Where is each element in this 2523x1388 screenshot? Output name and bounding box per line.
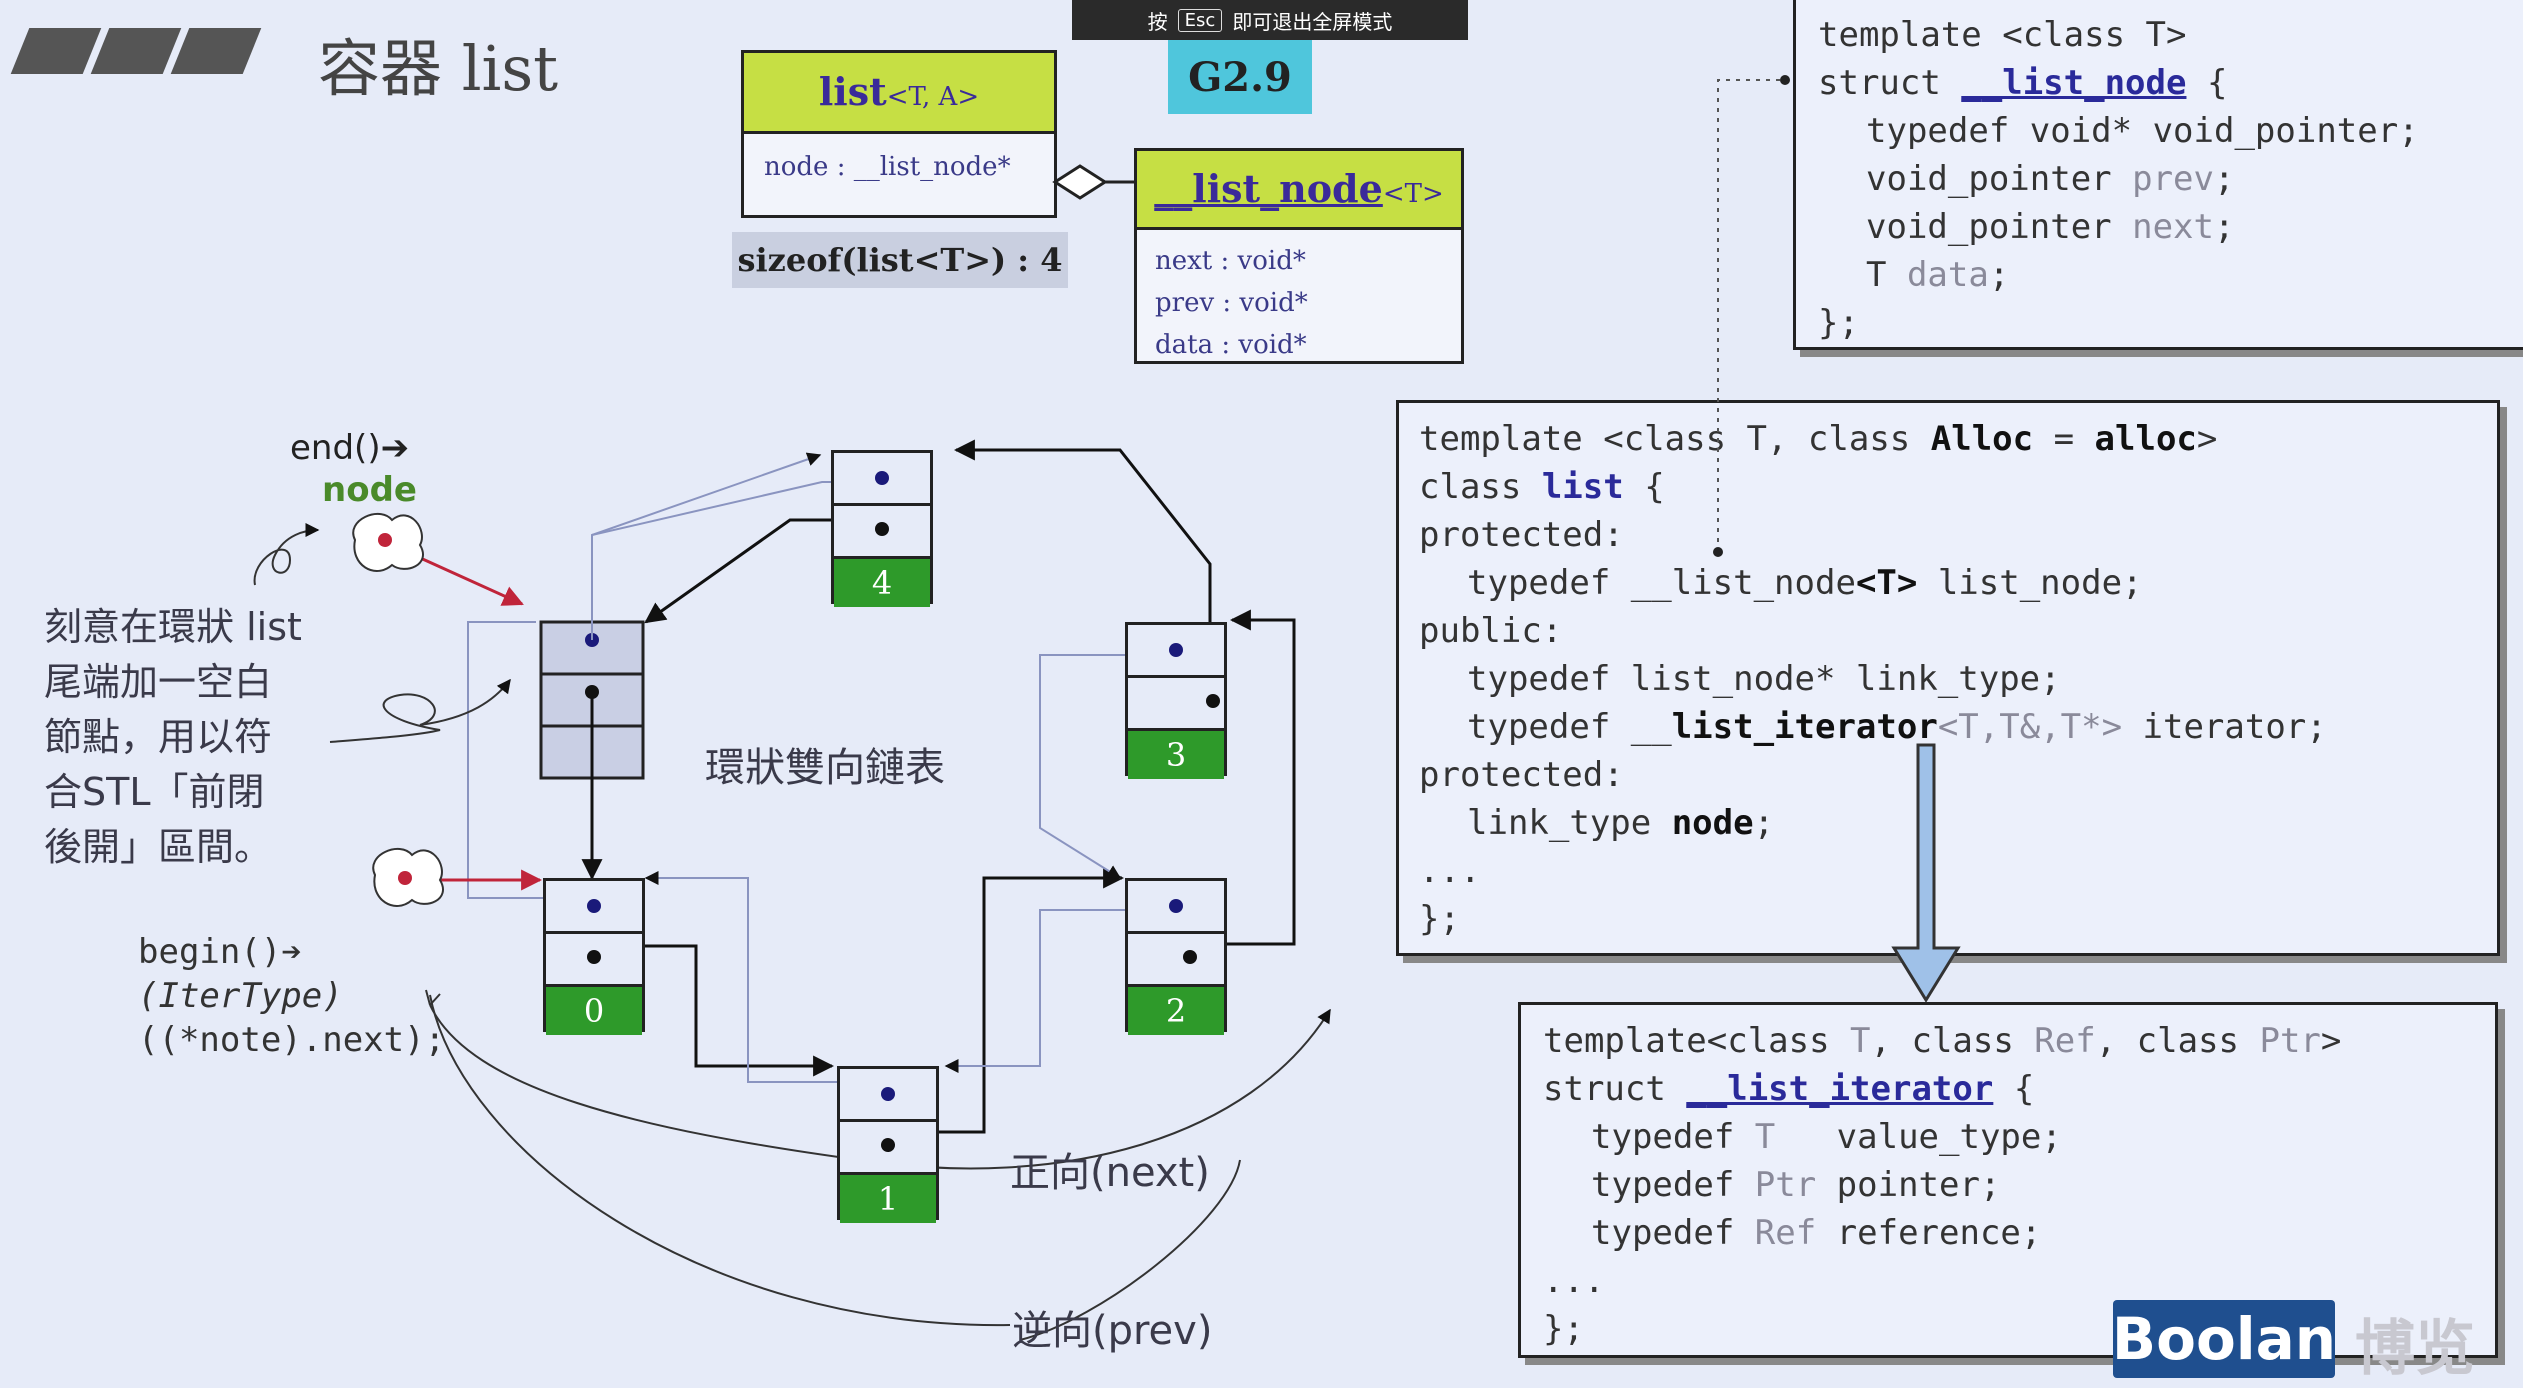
begin-line: (IterType) — [138, 976, 343, 1016]
uml-list-tparams: <T, A> — [886, 82, 980, 112]
notice-press-text: 按 — [1147, 9, 1168, 34]
node-value: 3 — [1128, 731, 1224, 779]
code-list-iterator-struct: template<class T, class Ref, class Ptr> … — [1518, 1002, 2498, 1358]
code-line: class list { — [1419, 467, 1665, 507]
code-line: template<class T, class Ref, class Ptr> — [1543, 1021, 2342, 1061]
version-badge: G2.9 — [1168, 40, 1312, 114]
begin-line: begin()➔ — [138, 932, 302, 972]
code-line: }; — [1818, 303, 1859, 343]
begin-line: ((*note).next); — [138, 1020, 446, 1060]
code-line: void_pointer prev; — [1866, 159, 2235, 199]
boolan-logo-cn: 博览 — [2355, 1314, 2475, 1384]
code-line: template <class T> — [1818, 15, 2187, 55]
code-list-class: template <class T, class Alloc = alloc> … — [1396, 400, 2500, 956]
code-line: protected: — [1419, 755, 1624, 795]
forward-next-label: 正向(next) — [1010, 1150, 1210, 1196]
annotation-line: 合STL「前閉 — [44, 770, 265, 814]
sizeof-label: sizeof(list<T>) : 4 — [732, 232, 1068, 288]
prev-arrow — [467, 621, 592, 899]
code-line: typedef T value_type; — [1591, 1117, 2062, 1157]
code-line: protected: — [1419, 515, 1624, 555]
next-arrow — [1194, 609, 1296, 946]
annotation-line: 後開」區間。 — [44, 825, 273, 869]
code-line: ... — [1419, 851, 1481, 891]
list-node-0: 0 — [543, 878, 645, 1035]
backward-prev-label: 逆向(prev) — [1012, 1308, 1213, 1354]
circular-list-label: 環狀雙向鏈表 — [705, 745, 945, 791]
next-arrow — [596, 944, 835, 1077]
uml-node-field-data: data : void* — [1155, 330, 1307, 360]
node-value: 2 — [1128, 987, 1224, 1035]
uml-node-title: __list_node — [1154, 166, 1383, 211]
node-value: 0 — [546, 987, 642, 1035]
end-label: end()➔ — [290, 428, 410, 468]
uml-node-tparams: <T> — [1382, 179, 1444, 209]
uml-list-field: node : __list_node* — [764, 152, 1011, 182]
uml-list-header: list<T, A> — [744, 53, 1054, 134]
uml-node-field-prev: prev : void* — [1155, 288, 1308, 318]
boolan-logo: Boolan — [2112, 1300, 2336, 1378]
code-line: T data; — [1866, 255, 2010, 295]
iterator-down-arrow-icon — [1891, 743, 1961, 1003]
slide-title: 容器 list — [318, 32, 559, 105]
code-line: typedef Ptr pointer; — [1591, 1165, 2001, 1205]
list-node-3: 3 — [1125, 622, 1227, 779]
begin-label: begin()➔ (IterType) ((*note).next); — [138, 930, 445, 1062]
code-line: struct __list_node { — [1818, 63, 2228, 103]
code-line: struct __list_iterator { — [1543, 1069, 2035, 1109]
end-node-label: node — [322, 470, 417, 510]
fullscreen-exit-notice: 按 Esc 即可退出全屏模式 — [1072, 0, 1468, 40]
list-node-4: 4 — [831, 450, 933, 607]
empty-node-annotation: 刻意在環狀 list 尾端加一空白 節點，用以符 合STL「前閉 後開」區間。 — [44, 600, 302, 875]
code-line: ... — [1543, 1261, 1605, 1301]
uml-node-header: __list_node<T> — [1137, 151, 1461, 230]
code-line: typedef __list_node<T> list_node; — [1467, 563, 2143, 603]
code-line: typedef void* void_pointer; — [1866, 111, 2419, 151]
code-line: link_type node; — [1467, 803, 1775, 843]
node-value: 4 — [834, 559, 930, 607]
code-line: void_pointer next; — [1866, 207, 2235, 247]
code-line: typedef __list_iterator<T,T&,T*> iterato… — [1467, 707, 2327, 747]
code-line: template <class T, class Alloc = alloc> — [1419, 419, 2218, 459]
uml-node-field-next: next : void* — [1155, 246, 1306, 276]
prev-arrow — [591, 452, 822, 640]
code-line: public: — [1419, 611, 1563, 651]
annotation-line: 刻意在環狀 list — [44, 605, 302, 649]
prev-arrow — [944, 909, 1180, 1073]
list-node-1: 1 — [837, 1066, 939, 1223]
code-line: }; — [1419, 899, 1460, 939]
notice-text: 即可退出全屏模式 — [1232, 9, 1393, 34]
prev-arrow — [1039, 654, 1180, 879]
typedef-connector — [1717, 79, 1785, 552]
uml-list-node-class: __list_node<T> next : void* prev : void*… — [1134, 148, 1464, 364]
annotation-line: 尾端加一空白 — [44, 660, 273, 704]
uml-list-title: list — [818, 69, 887, 114]
aggregation-diamond-icon — [1052, 164, 1108, 200]
annotation-line: 節點，用以符 — [44, 715, 273, 759]
sketch-arrow-icon — [329, 678, 511, 743]
esc-key-icon: Esc — [1177, 8, 1223, 32]
backward-direction-curve — [429, 994, 1011, 1327]
node-value: 1 — [840, 1175, 936, 1223]
sketch-arrow-icon — [253, 523, 320, 586]
code-line: }; — [1543, 1309, 1584, 1349]
code-line: typedef Ref reference; — [1591, 1213, 2042, 1253]
prev-arrow — [644, 871, 888, 1083]
code-line: typedef list_node* link_type; — [1467, 659, 2061, 699]
uml-list-class: list<T, A> node : __list_node* — [741, 50, 1057, 218]
list-node-2: 2 — [1125, 878, 1227, 1035]
code-list-node-struct: template <class T> struct __list_node { … — [1793, 0, 2523, 350]
